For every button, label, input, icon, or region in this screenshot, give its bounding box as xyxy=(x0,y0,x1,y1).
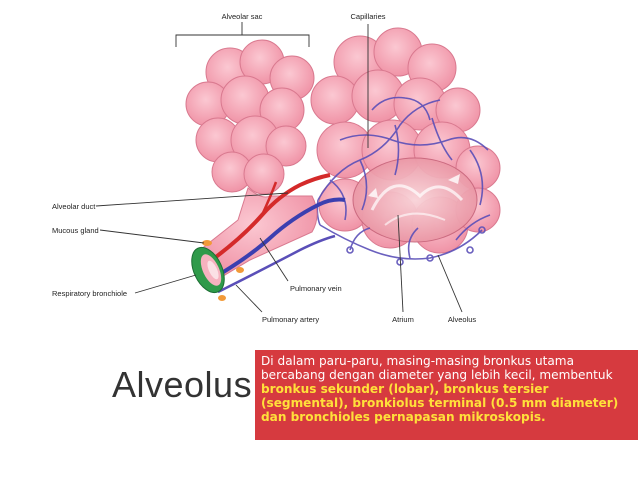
label-respiratory-bronchiole: Respiratory bronchiole xyxy=(52,289,127,298)
alveolar-duct-pointer xyxy=(95,192,289,207)
pulmonary-vein-pointer xyxy=(259,237,289,282)
description-text: Di dalam paru-paru, masing-masing bronku… xyxy=(261,354,613,382)
label-alveolar-duct: Alveolar duct xyxy=(52,202,96,211)
description-text-box: Di dalam paru-paru, masing-masing bronku… xyxy=(255,350,638,440)
respiratory-bronchiole-shape xyxy=(191,173,346,301)
mucous-gland-pointer xyxy=(99,229,205,244)
label-pulmonary-vein: Pulmonary vein xyxy=(290,284,342,293)
description-highlight-text: bronkus sekunder (lobar), bronkus tersie… xyxy=(261,382,619,424)
label-capillaries: Capillaries xyxy=(350,12,385,21)
alveolar-sac-shape xyxy=(185,39,315,195)
alveolus-pointer xyxy=(437,254,463,313)
respiratory-bronchiole-pointer xyxy=(134,274,197,294)
pulmonary-artery-pointer xyxy=(235,284,263,313)
atrium-pointer xyxy=(397,214,404,313)
alveolus-diagram: Alveolar sac Capillaries Alveolar duct M… xyxy=(52,12,501,324)
label-pulmonary-artery: Pulmonary artery xyxy=(262,315,319,324)
capillary-network xyxy=(316,96,491,266)
label-alveolus: Alveolus xyxy=(448,315,477,324)
alveoli-cluster-right xyxy=(310,27,501,254)
slide-title: Alveolus xyxy=(112,364,253,405)
label-alveolar-sac: Alveolar sac xyxy=(222,12,263,21)
alveolar-sac-bracket xyxy=(175,34,310,47)
label-atrium: Atrium xyxy=(392,315,414,324)
label-mucous-gland: Mucous gland xyxy=(52,226,99,235)
